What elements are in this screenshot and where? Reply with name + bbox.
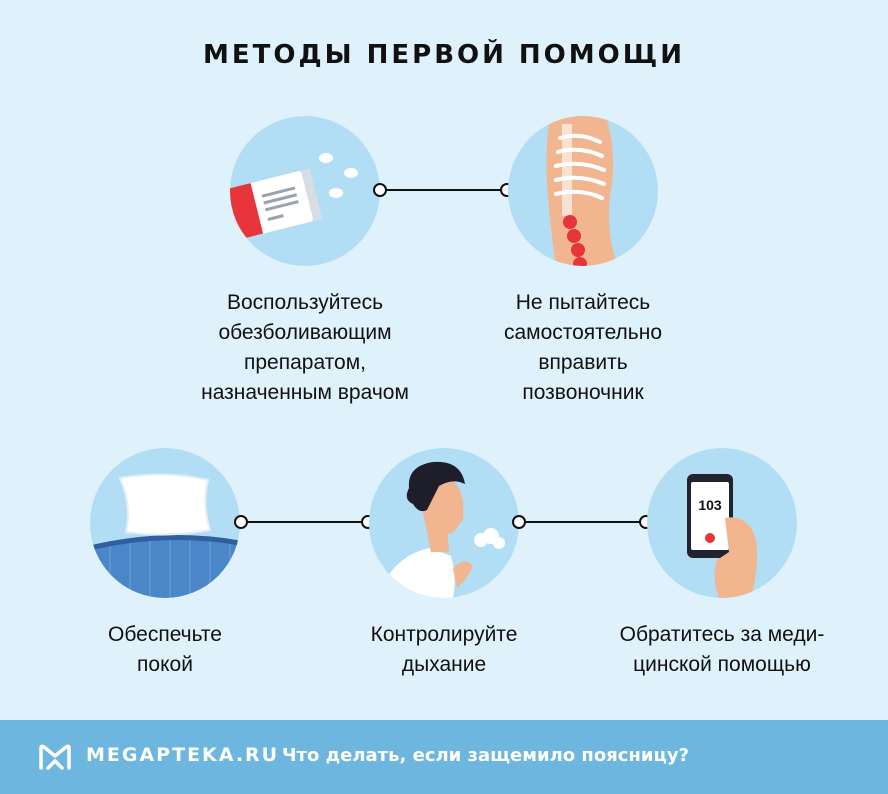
breathing-circle bbox=[369, 448, 519, 598]
page-title: МЕТОДЫ ПЕРВОЙ ПОМОЩИ bbox=[203, 40, 685, 70]
caption-analgesic: Воспользуйтесь обезболивающим препаратом… bbox=[201, 291, 409, 404]
pills-icon bbox=[230, 153, 358, 241]
connector-4-5 bbox=[512, 515, 653, 529]
pills-circle bbox=[230, 116, 380, 266]
phone-circle: 103 bbox=[647, 448, 797, 598]
connector-3-4 bbox=[234, 515, 375, 529]
phone-icon: 103 bbox=[687, 474, 758, 598]
megapteka-logo-icon bbox=[39, 744, 71, 770]
caption-rest: Обеспечьте покой bbox=[108, 623, 222, 676]
footer: MEGAPTEKA.RU Что делать, если защемило п… bbox=[0, 720, 888, 794]
connector-1-2 bbox=[373, 183, 514, 197]
phone-number: 103 bbox=[698, 497, 722, 513]
caption-breathing: Контролируйте дыхание bbox=[370, 623, 518, 676]
brand-name[interactable]: MEGAPTEKA.RU bbox=[86, 744, 280, 766]
footer-subtitle: Что делать, если защемило поясницу? bbox=[282, 745, 689, 766]
caption-medical-help: Обратитесь за меди- цинской помощью bbox=[619, 623, 825, 676]
breathing-icon bbox=[379, 461, 505, 598]
spine-icon bbox=[546, 116, 618, 266]
spine-circle bbox=[508, 116, 658, 266]
caption-spine: Не пытайтесь самостоятельно вправить поз… bbox=[503, 291, 663, 404]
pillow-icon bbox=[90, 473, 240, 598]
pillow-circle bbox=[90, 448, 240, 598]
